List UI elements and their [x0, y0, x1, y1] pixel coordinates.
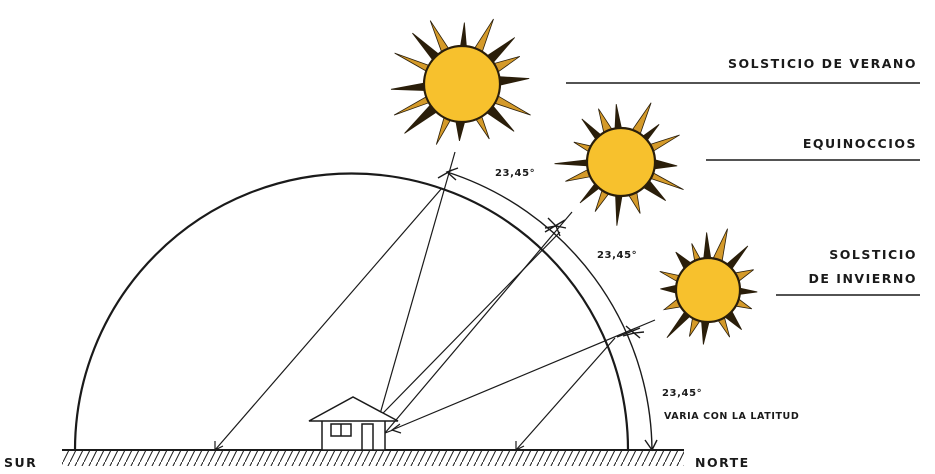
sun-ray-icon [704, 232, 712, 260]
sun-ray-icon [701, 320, 709, 345]
sun-ray-icon [493, 95, 531, 115]
sun-disc-icon [424, 46, 500, 122]
house [309, 397, 398, 450]
sun-ray-icon [555, 160, 590, 166]
angle-arc [447, 172, 652, 450]
sun-ray-icon [616, 194, 623, 226]
label-angle-1: 23,45° [495, 168, 535, 179]
sun-disc-icon [587, 128, 655, 196]
sun-winter [660, 229, 757, 345]
label-latitude-note: VARIA CON LA LATITUD [664, 411, 799, 422]
sun-ray-icon [391, 83, 426, 91]
sun-equinox [555, 103, 684, 226]
ground [62, 450, 684, 466]
sun-disc-icon [676, 258, 740, 322]
sun-ray-icon [460, 23, 466, 49]
label-angle-2: 23,45° [597, 250, 637, 261]
label-south: SUR [4, 455, 37, 470]
label-angle-3: 23,45° [662, 388, 702, 399]
label-summer-solstice: SOLSTICIO DE VERANO [728, 56, 917, 71]
sun-ray-icon [395, 53, 431, 72]
sun-summer [391, 19, 531, 145]
sun-ray-icon [498, 77, 530, 86]
label-equinox: EQUINOCCIOS [803, 136, 917, 151]
sun-ray-lines [215, 152, 655, 450]
label-winter-solstice-line2: DE INVIERNO [809, 271, 917, 286]
sun-ray-icon [615, 104, 622, 130]
label-north: NORTE [695, 455, 750, 470]
sun-ray-icon [653, 159, 678, 169]
label-winter-solstice-line1: SOLSTICIO [829, 247, 917, 262]
